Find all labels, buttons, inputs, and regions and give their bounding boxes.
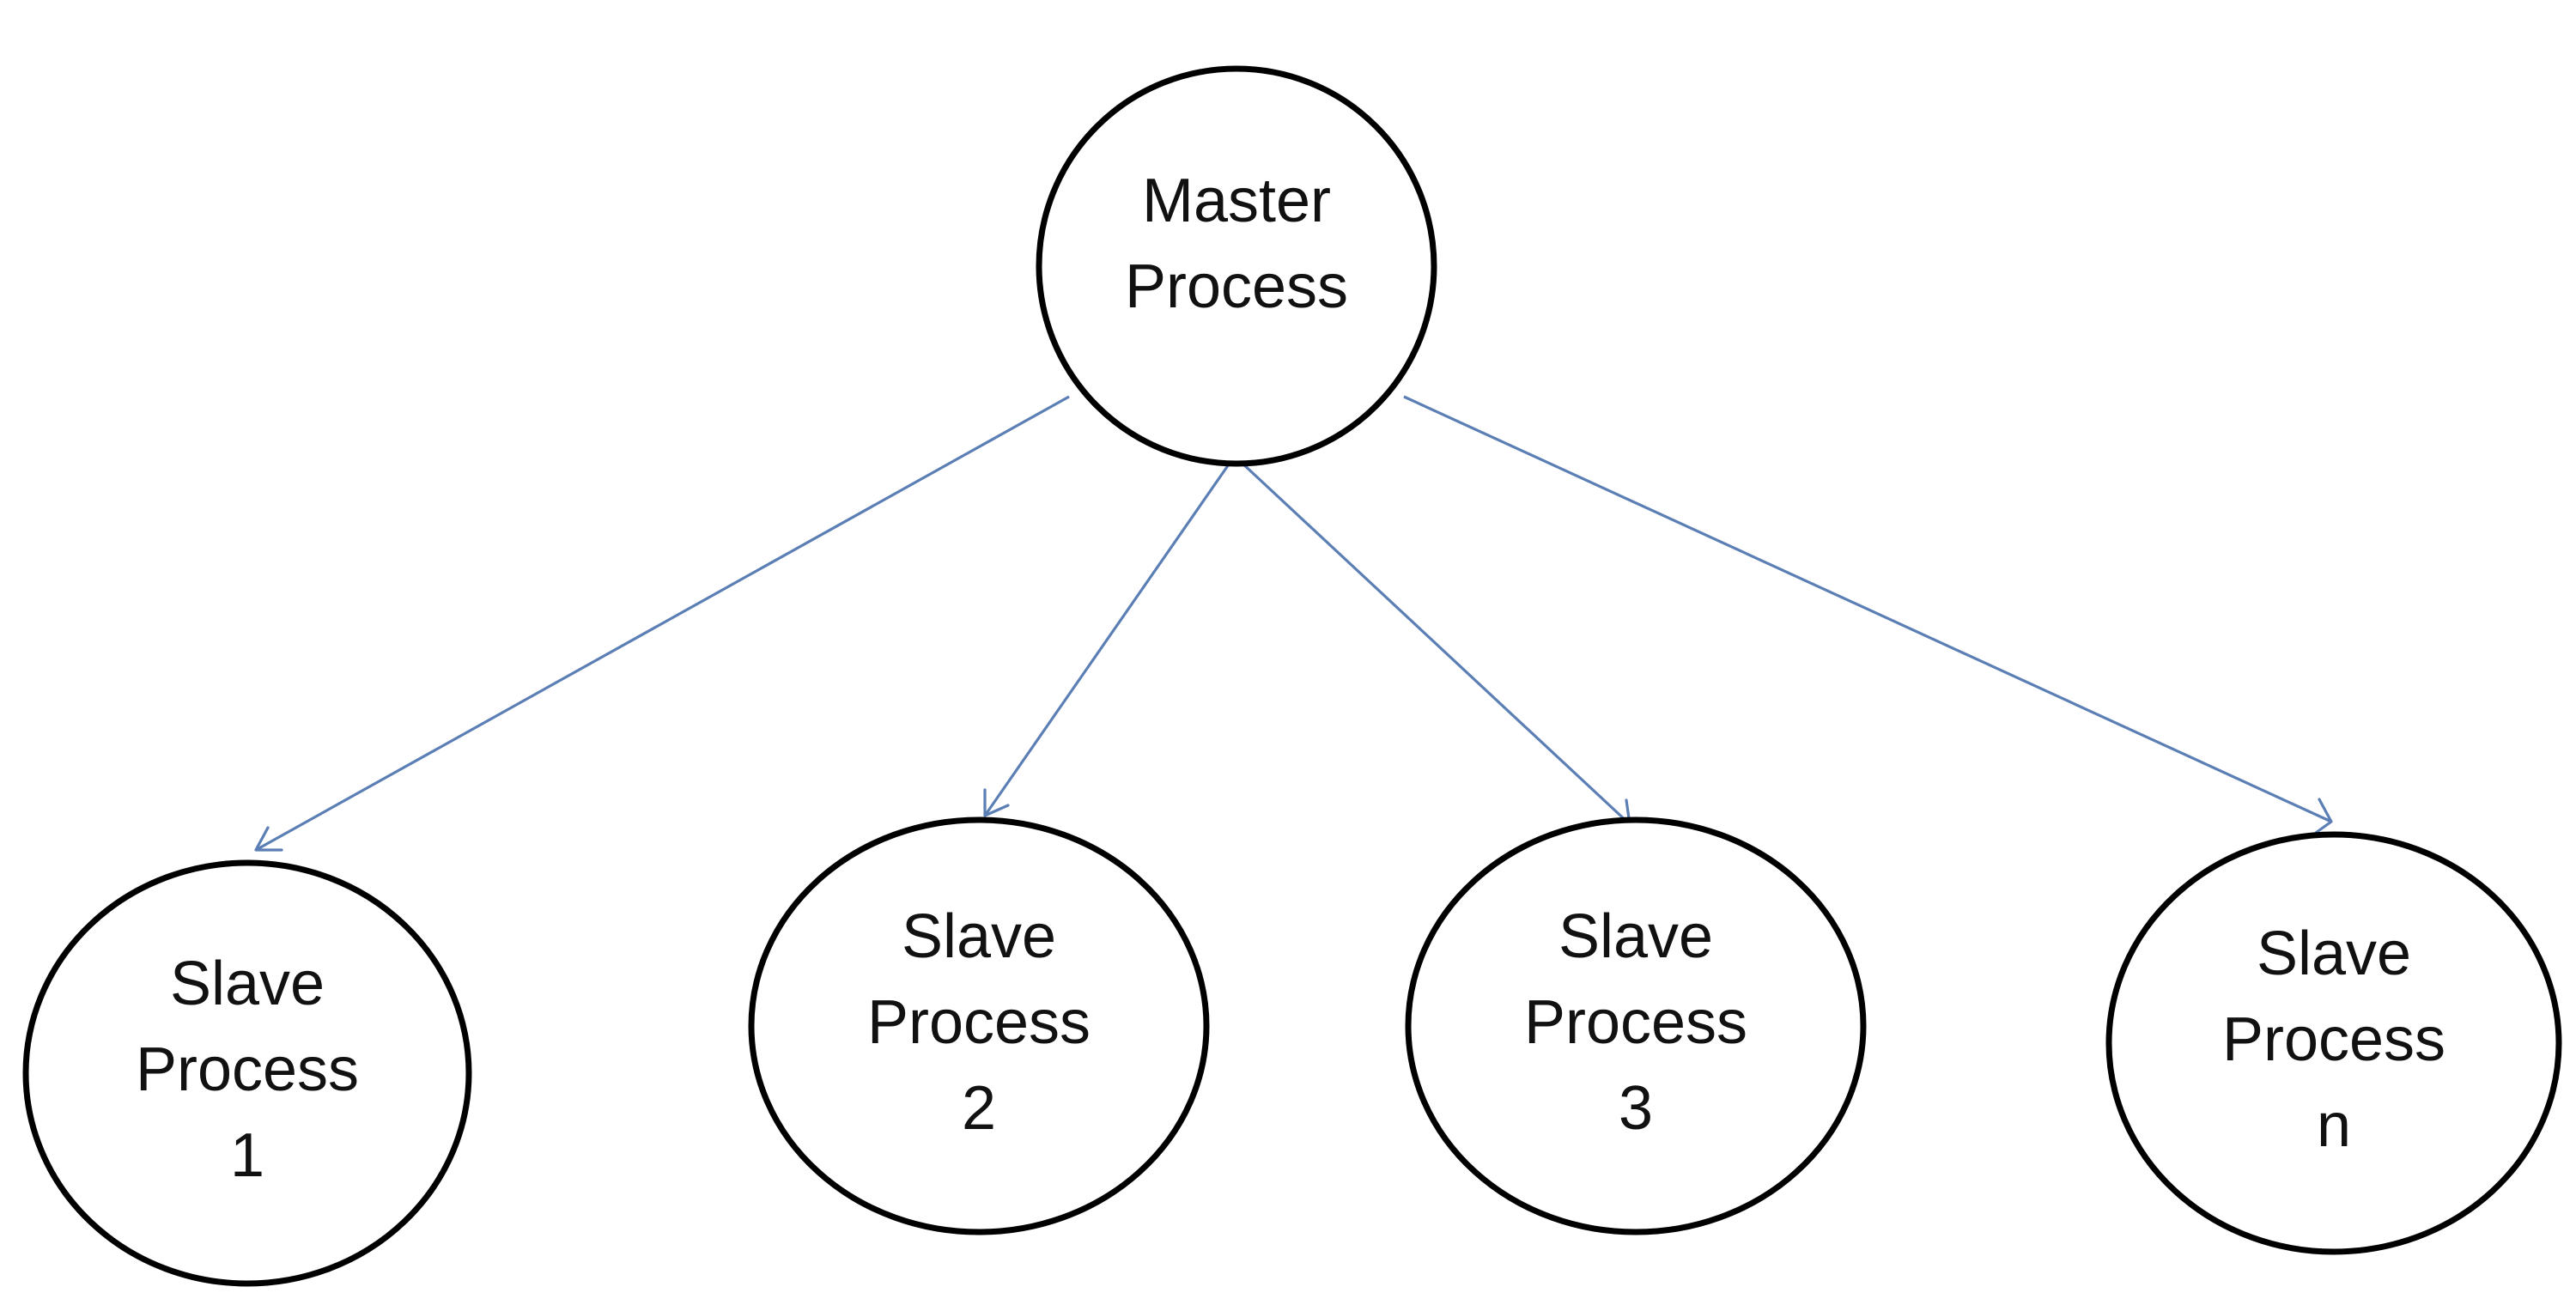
edge-master-to-slave-3 <box>1239 460 1631 826</box>
slave-process-node-3: Slave Process 3 <box>1405 816 1867 1235</box>
master-label-line1: Master <box>1142 167 1331 235</box>
slave-n-label-line1: Slave <box>2257 920 2411 988</box>
slave-process-node-1: Slave Process 1 <box>22 859 472 1287</box>
slave-3-label-line1: Slave <box>1558 902 1713 971</box>
slave-1-label-line1: Slave <box>170 950 325 1018</box>
slave-3-label-line3: 3 <box>1619 1074 1653 1143</box>
edges <box>254 395 2333 852</box>
master-label-line2: Process <box>1125 252 1348 321</box>
slave-1-label-line2: Process <box>136 1035 359 1104</box>
slave-process-node-2: Slave Process 2 <box>748 816 1210 1235</box>
slave-1-label-line3: 1 <box>230 1121 264 1190</box>
master-process-node: Master Process <box>1036 65 1437 467</box>
slave-2-label-line3: 2 <box>962 1074 996 1143</box>
edge-master-to-slave-2 <box>983 461 1232 817</box>
edge-master-to-slave-1 <box>254 395 1070 852</box>
slave-process-node-n: Slave Process n <box>2105 831 2562 1255</box>
edge-master-to-slave-n <box>1403 395 2333 839</box>
slave-3-label-line2: Process <box>1524 988 1747 1057</box>
slave-2-label-line2: Process <box>867 988 1091 1057</box>
slave-2-label-line1: Slave <box>902 902 1056 971</box>
slave-n-label-line2: Process <box>2222 1005 2445 1074</box>
slave-n-label-line3: n <box>2317 1091 2351 1160</box>
